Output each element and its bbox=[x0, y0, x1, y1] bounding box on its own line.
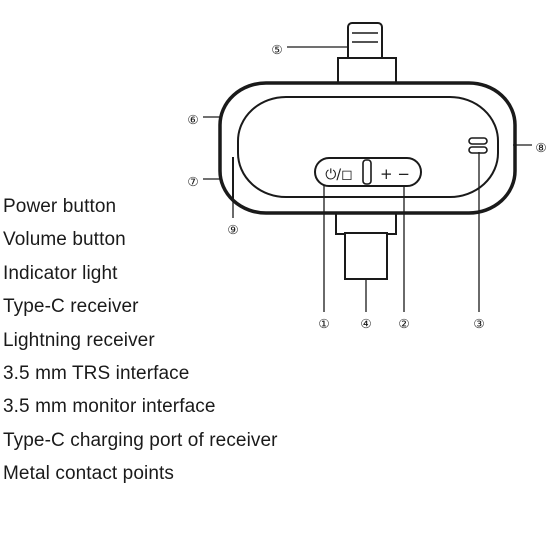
lightning-connector bbox=[337, 22, 397, 86]
svg-text:⑦: ⑦ bbox=[187, 174, 198, 189]
callout-7: ⑦ bbox=[187, 174, 198, 189]
parts-legend: Power button Volume button Indicator lig… bbox=[3, 190, 278, 491]
legend-item-monitor-interface: 3.5 mm monitor interface bbox=[3, 396, 216, 418]
leader-lines bbox=[203, 46, 532, 312]
callout-3: ③ bbox=[473, 316, 484, 331]
callout-8: ⑧ bbox=[535, 140, 546, 155]
legend-item-charging-port: Type-C charging port of receiver bbox=[3, 429, 278, 451]
volume-button-symbol: + − bbox=[380, 165, 410, 183]
callout-4: ④ bbox=[360, 316, 371, 331]
callout-5: ⑤ bbox=[271, 42, 282, 57]
legend-item-type-c-receiver: Type-C receiver bbox=[3, 296, 139, 318]
type-c-connector bbox=[335, 210, 397, 280]
svg-text:⑤: ⑤ bbox=[271, 42, 282, 57]
svg-text:②: ② bbox=[398, 316, 409, 331]
callout-6: ⑥ bbox=[187, 112, 198, 127]
svg-text:③: ③ bbox=[473, 316, 484, 331]
callout-2: ② bbox=[398, 316, 409, 331]
svg-text:⑨: ⑨ bbox=[227, 222, 238, 237]
svg-text:⑥: ⑥ bbox=[187, 112, 198, 127]
svg-text:①: ① bbox=[318, 316, 329, 331]
control-buttons: ⏻/◻ + − bbox=[314, 157, 422, 187]
legend-item-power-button: Power button bbox=[3, 196, 117, 217]
callout-numbers: ⑤ ⑥ ⑦ ⑧ ⑨ ① ④ ② bbox=[187, 42, 546, 331]
indicator-light bbox=[468, 137, 488, 154]
legend-item-indicator-light: Indicator light bbox=[3, 262, 118, 284]
callout-1: ① bbox=[318, 316, 329, 331]
device-body bbox=[218, 81, 517, 215]
svg-text:④: ④ bbox=[360, 316, 371, 331]
callout-9: ⑨ bbox=[227, 222, 238, 237]
legend-item-volume-button: Volume button bbox=[3, 229, 126, 251]
svg-text:⑧: ⑧ bbox=[535, 140, 546, 155]
power-button-symbol: ⏻/◻ bbox=[325, 167, 352, 183]
legend-item-trs-interface: 3.5 mm TRS interface bbox=[3, 362, 190, 384]
legend-item-metal-contacts: Metal contact points bbox=[3, 463, 174, 485]
legend-item-lightning-receiver: Lightning receiver bbox=[3, 329, 155, 351]
